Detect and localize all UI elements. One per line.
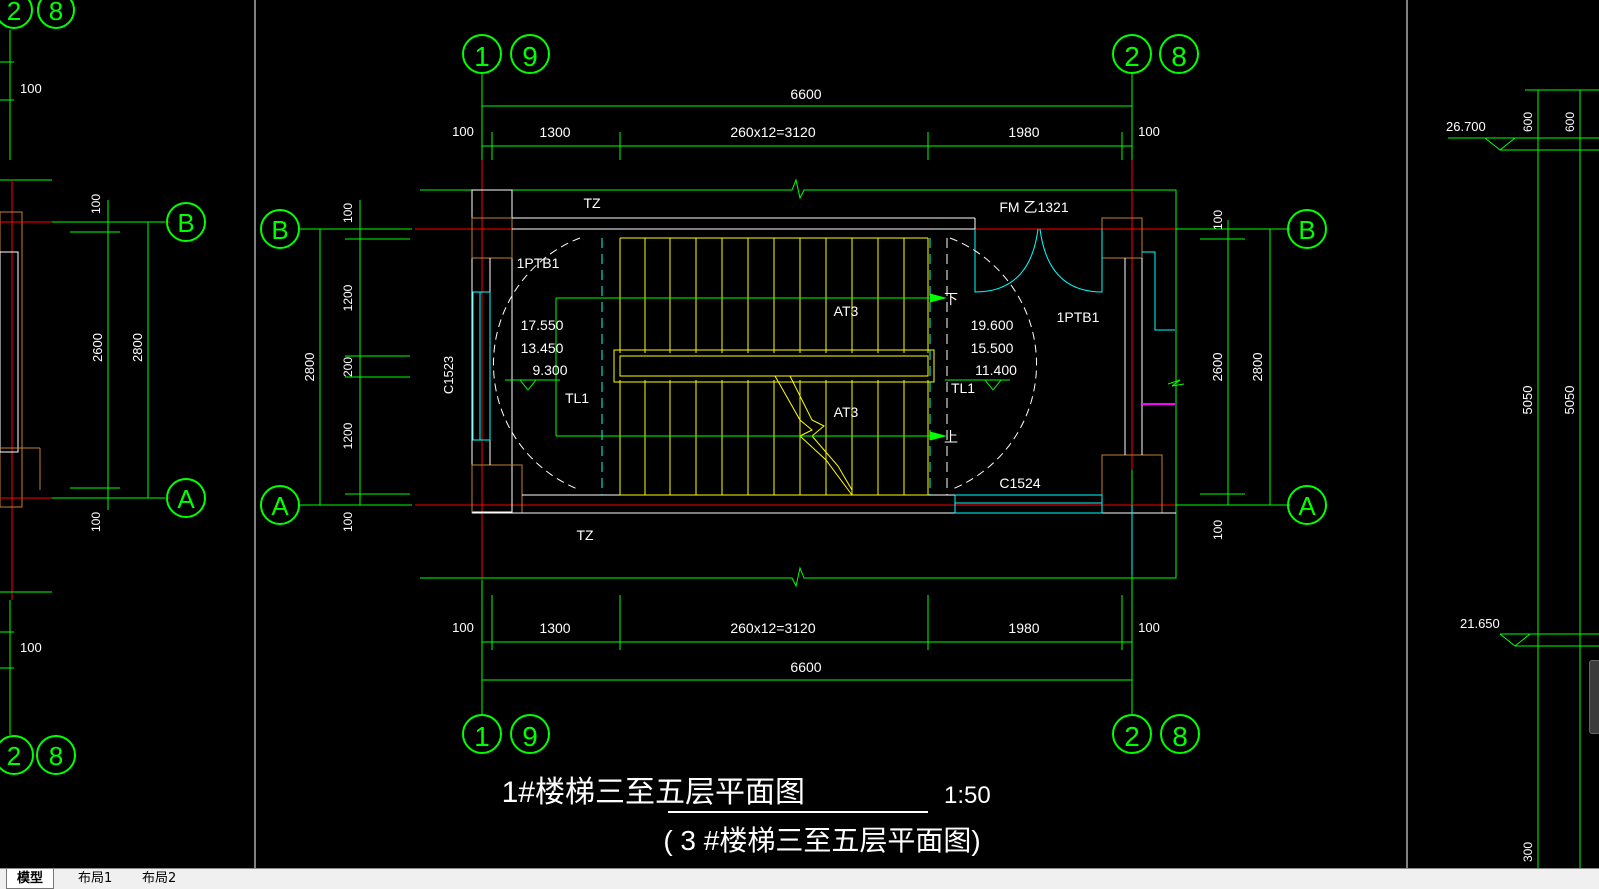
left-dim-100-a: 100 [20,81,42,96]
dim-bottom-right-edge: 100 [1138,620,1160,635]
right-dim-5050-b: 5050 [1562,386,1577,415]
axis-label-b-left: B [271,215,288,245]
dim-bottom-right: 1980 [1008,620,1039,636]
label-tz-bottom: TZ [576,527,594,543]
left-axis-top-8: 8 [49,0,63,26]
label-fm: FM 乙1321 [999,199,1068,215]
left-dim-2800: 2800 [130,333,145,362]
stair-plan: 1 9 2 8 1 9 2 8 B A B A 6600 [260,34,1327,856]
axis-bubble-9-bottom [510,714,550,754]
tab-layout2[interactable]: 布局2 [142,871,177,886]
axis-bubble-8-bottom [1160,714,1200,754]
right-dim-600-b: 600 [1563,112,1577,132]
label-c1523: C1523 [441,356,456,394]
left-axis-a: A [177,484,195,514]
left-partial-view: 2 8 100 100 2600 2800 100 B A 100 2 [0,0,206,775]
left-dim-100-c: 100 [89,512,103,532]
right-elev-1: 26.700 [1446,119,1486,134]
dim-bottom-middle: 260x12=3120 [730,620,815,636]
dim-top-right: 1980 [1008,124,1039,140]
left-dim-100-d: 100 [20,640,42,655]
axis-bubble-9-top [510,34,550,74]
axis-bubble-8-top [1159,34,1199,74]
drawing-subtitle: ( 3 #楼梯三至五层平面图) [663,825,980,856]
dim-left-bottom: 100 [341,512,355,532]
left-axis-bottom-2: 2 [7,741,21,771]
left-dim-100-b: 100 [89,194,103,214]
axis-label-8-top: 8 [1171,41,1187,72]
left-axis-bottom-8: 8 [49,741,63,771]
label-elev-l2: 13.450 [521,340,564,356]
dim-top-left-edge: 100 [452,124,474,139]
dim-top-right-edge: 100 [1138,124,1160,139]
label-up: 上 [944,429,958,445]
vertical-scrollbar-thumb[interactable] [1589,660,1599,734]
axis-label-a-right: A [1298,491,1316,521]
dim-bottom-left: 1300 [539,620,570,636]
right-elev-2: 21.650 [1460,616,1500,631]
axis-label-1-top: 1 [474,41,490,72]
axis-label-9-bottom: 9 [522,721,538,752]
dim-right-inner: 2600 [1210,353,1225,382]
label-at3-upper: AT3 [834,303,859,319]
tab-model[interactable]: 模型 [6,869,55,889]
label-down: 下 [944,291,958,307]
dim-left-total: 2800 [302,353,317,382]
axis-label-a-left: A [271,491,289,521]
label-tl1-right: TL1 [951,380,975,396]
left-axis-top-2: 2 [7,0,21,26]
left-axis-b: B [177,208,194,238]
right-partial-view: 26.700 21.650 600 600 5050 5050 300 [1446,89,1599,868]
drawing-scale: 1:50 [944,782,991,809]
label-tz-top: TZ [583,195,601,211]
label-elev-r3: 11.400 [975,362,1017,378]
dim-top-middle: 260x12=3120 [730,124,815,140]
axis-label-2-bottom: 2 [1124,721,1140,752]
tab-layout1[interactable]: 布局1 [78,871,113,886]
label-elev-l3: 9.300 [532,362,567,378]
label-at3-lower: AT3 [834,404,859,420]
layout-tab-bar: 模型 布局1 布局2 [0,868,1599,889]
axis-label-2-top: 2 [1124,41,1140,72]
label-elev-r2: 15.500 [971,340,1014,356]
left-dim-2600: 2600 [90,333,105,362]
axis-label-b-right: B [1298,215,1315,245]
dim-left-lower: 1200 [341,422,355,449]
dim-bottom-total: 6600 [790,659,821,675]
dim-bottom-left-edge: 100 [452,620,474,635]
dim-top-total: 6600 [790,86,821,102]
dim-top-left: 1300 [539,124,570,140]
right-dim-300: 300 [1521,842,1535,862]
drawing-title: 1#楼梯三至五层平面图 [502,776,805,809]
axis-label-9-top: 9 [522,41,538,72]
label-ptb-left: 1PTB1 [517,255,560,271]
dim-left-mid: 200 [341,357,355,377]
stair-treads [613,237,935,496]
label-tl1-left: TL1 [565,390,589,406]
dim-right-top: 100 [1211,210,1225,230]
label-elev-l1: 17.550 [521,317,564,333]
right-dim-5050-a: 5050 [1520,386,1535,415]
label-c1524: C1524 [999,475,1040,491]
dim-right-bottom: 100 [1211,520,1225,540]
axis-label-1-bottom: 1 [474,721,490,752]
axis-label-8-bottom: 8 [1172,721,1188,752]
dim-left-top: 100 [341,203,355,223]
label-ptb-right: 1PTB1 [1057,309,1100,325]
dim-left-upper: 1200 [341,284,355,311]
label-elev-r1: 19.600 [971,317,1014,333]
dim-right-total: 2800 [1250,353,1265,382]
right-dim-600-a: 600 [1521,112,1535,132]
cad-drawing-canvas[interactable]: 2 8 100 100 2600 2800 100 B A 100 2 [0,0,1599,868]
